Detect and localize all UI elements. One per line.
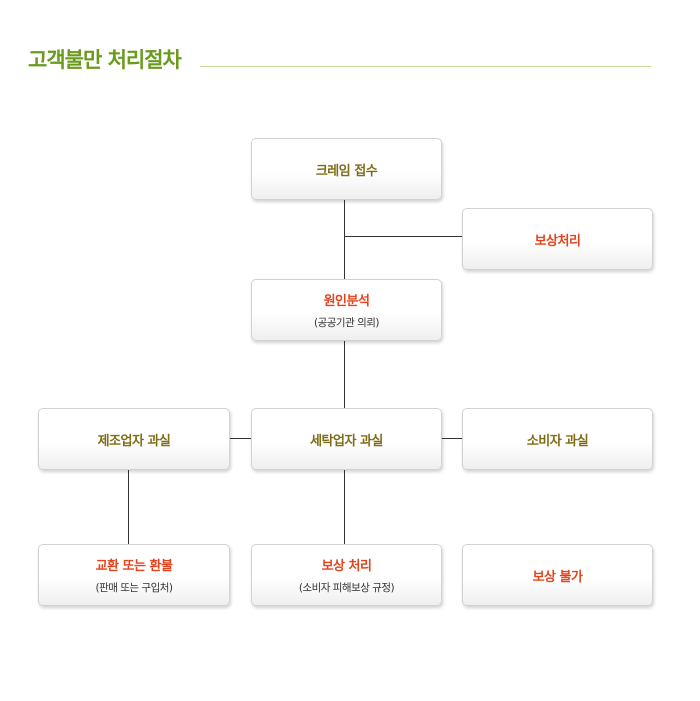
connector-manufacturer-exchange xyxy=(128,469,129,545)
node-label: 소비자 과실 xyxy=(526,433,589,449)
node-compensation-process: 보상 처리 (소비자 피해보상 규정) xyxy=(251,544,442,606)
node-label: 보상처리 xyxy=(534,233,581,249)
connector-analysis-cleaner xyxy=(344,340,345,409)
node-cleaner-fault: 세탁업자 과실 xyxy=(251,408,442,470)
node-label: 제조업자 과실 xyxy=(97,433,171,449)
page-title: 고객불만 처리절차 xyxy=(28,48,182,72)
node-label: 크레임 접수 xyxy=(315,163,378,179)
node-claim-receipt: 크레임 접수 xyxy=(251,138,442,200)
title-underline xyxy=(200,66,651,67)
node-label: 원인분석 xyxy=(323,294,370,309)
node-consumer-fault: 소비자 과실 xyxy=(462,408,653,470)
connector-cleaner-compensation xyxy=(344,469,345,545)
node-no-compensation: 보상 불가 xyxy=(462,544,653,606)
connector-claim-analysis xyxy=(344,200,345,280)
connector-to-compensation xyxy=(344,236,462,237)
node-exchange-refund: 교환 또는 환불 (판매 또는 구입처) xyxy=(38,544,230,606)
node-label: 세탁업자 과실 xyxy=(310,433,383,449)
connector-manufacturer-cleaner xyxy=(230,438,251,439)
node-label: 보상 불가 xyxy=(532,569,583,585)
node-sublabel: (공공기관 의뢰) xyxy=(314,317,380,329)
node-compensation: 보상처리 xyxy=(462,208,653,270)
node-label: 보상 처리 xyxy=(321,559,372,574)
connector-cleaner-consumer xyxy=(441,438,462,439)
node-cause-analysis: 원인분석 (공공기관 의뢰) xyxy=(251,279,442,341)
node-label: 교환 또는 환불 xyxy=(95,559,173,574)
node-sublabel: (판매 또는 구입처) xyxy=(95,582,174,594)
node-sublabel: (소비자 피해보상 규정) xyxy=(298,582,395,594)
node-manufacturer-fault: 제조업자 과실 xyxy=(38,408,230,470)
